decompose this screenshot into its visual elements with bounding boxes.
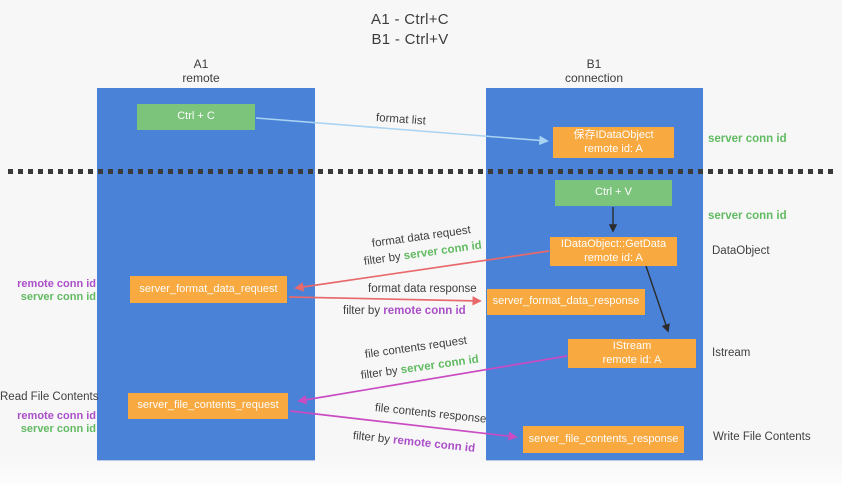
write-file-contents-label: Write File Contents [713, 431, 811, 443]
node-server-file-contents-request: server_file_contents_request [128, 393, 288, 419]
left-conn-id-labels-bottom: remote conn id server conn id [0, 410, 96, 436]
title-line-b1: B1 - Ctrl+V [371, 31, 449, 48]
filter-prefix-2: filter by [343, 305, 384, 317]
filter-prefix-3: filter by [360, 364, 402, 382]
column-header-a1: A1 remote [141, 57, 261, 85]
column-header-b1: B1 connection [534, 57, 654, 85]
server-file-contents-request-label: server_file_contents_request [137, 399, 279, 412]
remote-conn-id-highlight-2: remote conn id [392, 434, 476, 455]
node-ctrl-v: Ctrl + V [555, 180, 672, 206]
diagram-title: A1 - Ctrl+C B1 - Ctrl+V [300, 10, 520, 50]
save-idataobject-line1: 保存IDataObject [573, 129, 654, 141]
ctrl-c-label: Ctrl + C [177, 110, 215, 123]
server-conn-id-highlight-2: server conn id [400, 353, 480, 377]
getdata-line2: remote id: A [584, 251, 643, 264]
node-server-file-contents-response: server_file_contents_response [523, 426, 684, 453]
copy-paste-separator-line [8, 169, 835, 174]
label-filter-by-remote-conn-id-2: filter by remote conn id [352, 430, 475, 455]
istream-side-label: Istream [712, 347, 751, 359]
column-a1-subtitle: remote [182, 71, 220, 85]
node-ctrl-c: Ctrl + C [137, 104, 255, 130]
remote-conn-id-highlight-1: remote conn id [383, 305, 466, 317]
arrow-format-data-response [288, 296, 482, 306]
left-server-conn-id-1: server conn id [20, 291, 96, 303]
read-file-contents-label: Read File Contents [0, 391, 99, 403]
left-conn-id-labels-top: remote conn id server conn id [0, 278, 96, 304]
label-filter-by-remote-conn-id-1: filter by remote conn id [343, 305, 466, 317]
column-a1-name: A1 [193, 57, 209, 71]
right-server-conn-id-top: server conn id [708, 133, 787, 145]
save-idataobject-line2: remote id: A [584, 142, 643, 155]
ctrl-v-label: Ctrl + V [595, 186, 632, 199]
dataobject-label: DataObject [712, 245, 770, 257]
right-server-conn-id-mid: server conn id [708, 210, 787, 222]
server-file-contents-response-label: server_file_contents_response [528, 432, 679, 445]
column-b1-name: B1 [586, 57, 602, 71]
title-line-a1: A1 - Ctrl+C [371, 11, 449, 28]
server-format-data-response-label: server_format_data_response [492, 295, 640, 308]
label-format-data-response: format data response [368, 283, 477, 295]
label-format-list: format list [375, 112, 427, 128]
getdata-line1: IDataObject::GetData [560, 238, 667, 250]
filter-prefix-1: filter by [363, 250, 405, 268]
node-save-idataobject: 保存IDataObject remote id: A [553, 127, 674, 158]
node-server-format-data-response: server_format_data_response [487, 289, 645, 315]
filter-prefix-4: filter by [352, 430, 394, 447]
left-remote-conn-id-2: remote conn id [17, 410, 96, 422]
server-format-data-request-label: server_format_data_request [139, 282, 278, 295]
node-istream: IStream remote id: A [568, 339, 696, 368]
column-b1-subtitle: connection [564, 71, 624, 85]
istream-line2: remote id: A [602, 353, 662, 366]
label-file-contents-response: file contents response [374, 402, 487, 426]
left-remote-conn-id-1: remote conn id [17, 278, 96, 290]
istream-line1: IStream [612, 340, 652, 352]
node-server-format-data-request: server_format_data_request [130, 276, 287, 303]
node-idataobject-getdata: IDataObject::GetData remote id: A [550, 237, 677, 266]
left-server-conn-id-2: server conn id [20, 423, 96, 435]
